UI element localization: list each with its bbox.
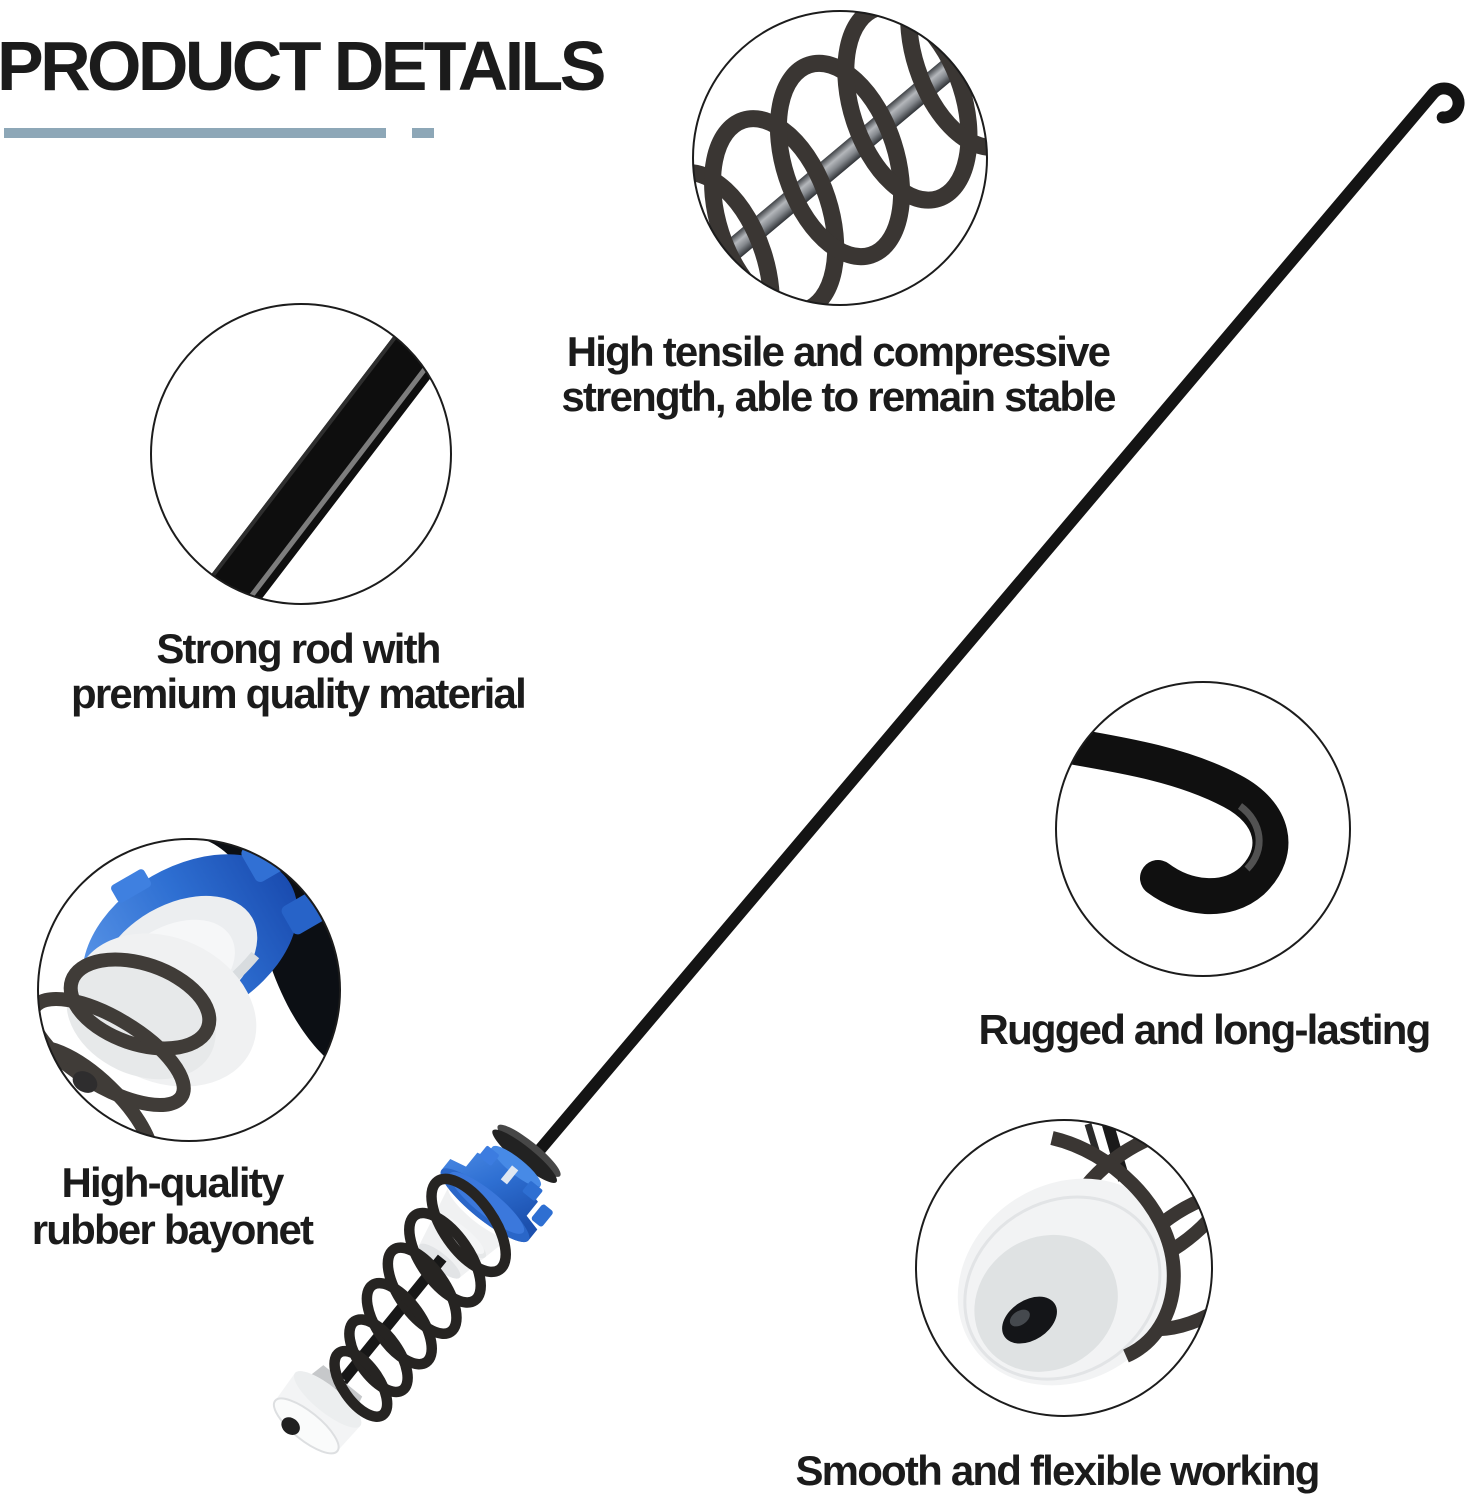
svg-text:Strong rod with: Strong rod with <box>156 625 439 672</box>
svg-text:PRODUCT DETAILS: PRODUCT DETAILS <box>0 27 604 105</box>
svg-text:rubber bayonet: rubber bayonet <box>32 1206 314 1253</box>
svg-text:Rugged and long-lasting: Rugged and long-lasting <box>979 1006 1430 1053</box>
svg-text:strength, able to remain stabl: strength, able to remain stable <box>561 373 1115 420</box>
svg-text:High-quality: High-quality <box>61 1159 284 1206</box>
svg-text:High tensile and compressive: High tensile and compressive <box>567 328 1110 375</box>
svg-text:Smooth and flexible working: Smooth and flexible working <box>795 1447 1318 1494</box>
svg-text:premium quality material: premium quality material <box>71 670 525 717</box>
